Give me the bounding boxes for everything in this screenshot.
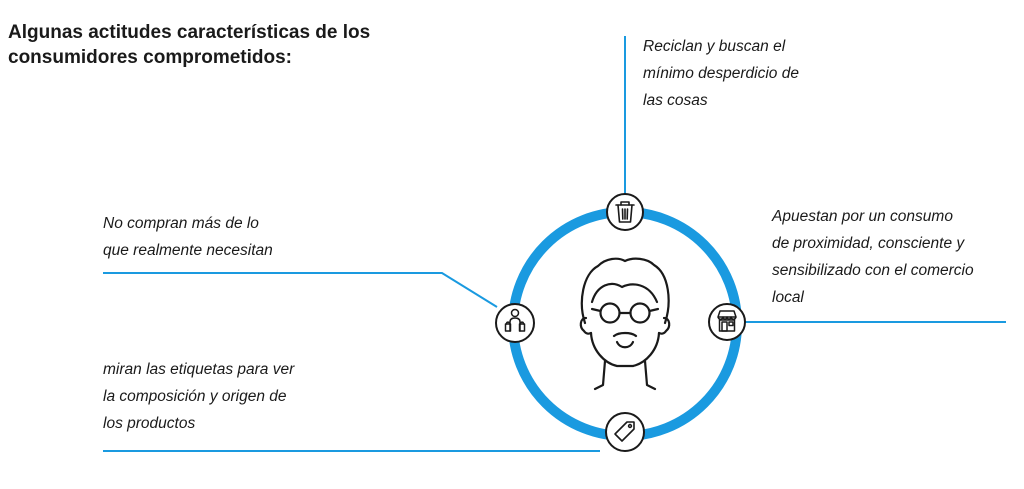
label-buy-less: No compran más de lo que realmente neces… — [103, 210, 273, 264]
label-labels-line-1: miran las etiquetas para ver — [103, 361, 295, 378]
label-local-line-3: sensibilizado con el comercio — [772, 262, 974, 279]
label-local-line-1: Apuestan por un consumo — [772, 208, 953, 225]
label-labels: miran las etiquetas para ver la composic… — [103, 356, 294, 437]
label-buy-less-line-1: No compran más de lo — [103, 215, 259, 232]
node-local — [708, 303, 746, 341]
label-recycle: Reciclan y buscan el mínimo desperdicio … — [643, 33, 799, 114]
price-tag-icon — [614, 421, 635, 442]
label-recycle-line-3: las cosas — [643, 92, 708, 109]
label-local-line-4: local — [772, 289, 804, 306]
label-labels-line-3: los productos — [103, 415, 196, 432]
connector-lines — [103, 36, 1006, 452]
main-ring — [508, 207, 742, 441]
label-buy-less-line-2: que realmente necesitan — [103, 242, 273, 259]
title-line-2: consumidores comprometidos: — [8, 47, 292, 68]
shopper-bags-icon — [504, 308, 526, 332]
trash-bin-icon — [615, 201, 635, 223]
diagram-title: Algunas actitudes características de los… — [8, 20, 408, 70]
label-recycle-line-2: mínimo desperdicio de — [643, 65, 799, 82]
consumer-face-icon — [579, 257, 671, 391]
label-local: Apuestan por un consumo de proximidad, c… — [772, 203, 974, 311]
label-local-line-2: de proximidad, consciente y — [772, 235, 965, 252]
label-recycle-line-1: Reciclan y buscan el — [643, 38, 786, 55]
node-labels — [605, 412, 645, 452]
node-recycle — [606, 193, 644, 231]
label-labels-line-2: la composición y origen de — [103, 388, 287, 405]
node-buy-less — [495, 303, 535, 343]
title-line-1: Algunas actitudes características de los — [8, 22, 371, 43]
storefront-icon — [717, 310, 737, 332]
connector-buy-less — [103, 272, 498, 308]
